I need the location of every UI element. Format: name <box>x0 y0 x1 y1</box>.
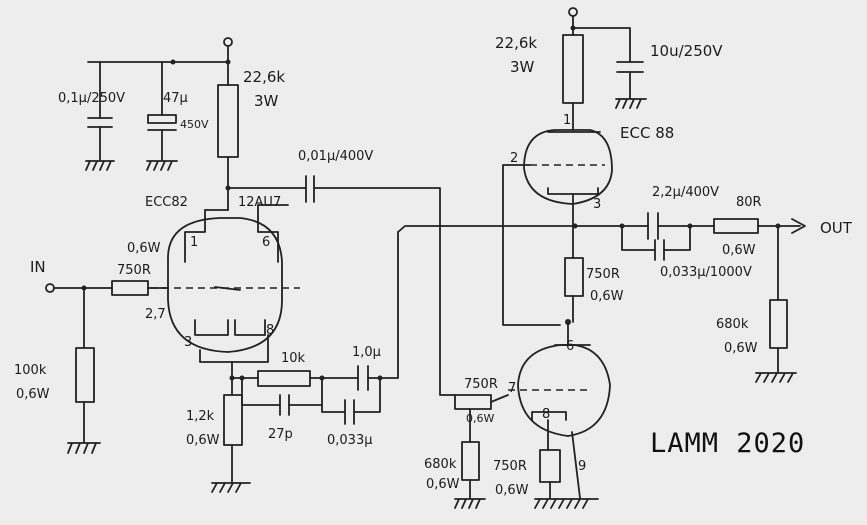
resistor-80r <box>713 218 801 234</box>
label-c0033: 0,033μ <box>327 433 373 448</box>
label-r80-watt: 0,6W <box>722 243 756 258</box>
resistor-1k2 <box>223 377 243 483</box>
label-c47: 47μ <box>163 91 188 106</box>
label-r22k6-left-watt: 3W <box>254 92 279 110</box>
label-r1k2: 1,2k <box>186 409 215 424</box>
label-pin27: 2,7 <box>145 307 166 322</box>
label-r80: 80R <box>736 195 762 210</box>
input-terminal-icon[interactable] <box>45 283 55 293</box>
label-pin8: 8 <box>266 323 274 338</box>
label-r1k2-watt: 0,6W <box>186 433 220 448</box>
label-ecc88: ECC 88 <box>620 124 674 142</box>
label-pin7-ecc88: 7 <box>508 381 516 396</box>
feedback-wire <box>397 225 576 233</box>
label-c001: 0,01μ/400V <box>298 149 373 164</box>
tube-ecc88-upper <box>523 129 613 205</box>
label-ecc82: ECC82 <box>145 195 188 210</box>
label-c10u: 10u/250V <box>650 42 723 60</box>
label-pin9-ecc88: 9 <box>578 459 586 474</box>
resistor-750r-grid <box>451 394 509 410</box>
label-r22k6-right: 22,6k <box>495 34 537 52</box>
output-arrow-icon[interactable] <box>791 218 806 234</box>
label-r750-cathode: 750R <box>586 267 620 282</box>
label-r22k6-right-watt: 3W <box>510 58 535 76</box>
label-r680k-grid: 680k <box>424 457 457 472</box>
capacitor-001u <box>227 175 453 396</box>
label-06w-a: 0,6W <box>127 241 161 256</box>
ground-icon <box>146 160 178 171</box>
capacitor-0033u-bypass <box>621 225 691 261</box>
label-r100k-watt: 0,6W <box>16 387 50 402</box>
label-r750-grid: 750R <box>464 377 498 392</box>
label-r680k-out: 680k <box>716 317 749 332</box>
ecc82-pin6-lead <box>257 204 289 219</box>
capacitor-10u <box>616 61 644 99</box>
resistor-100k-grid <box>75 287 95 443</box>
ground-icon <box>85 160 115 171</box>
signature: LAMM 2020 <box>650 428 805 459</box>
capacitor-1u <box>357 231 399 391</box>
ground-icon <box>755 372 797 383</box>
capacitor-01u <box>87 61 113 161</box>
label-r750-grid-watt: 0,6W <box>466 412 494 425</box>
capacitor-47u <box>147 61 177 161</box>
ecc82-cathode-link <box>199 334 269 363</box>
resistor-750r-cathode <box>564 257 584 323</box>
tube-ecc82 <box>150 217 300 353</box>
label-r680k-grid-watt: 0,6W <box>426 477 460 492</box>
resistor-680k-output <box>769 225 788 373</box>
label-r750-cathode-watt: 0,6W <box>590 289 624 304</box>
label-pin1: 1 <box>190 235 198 250</box>
ecc88-pin9-lead <box>571 431 581 499</box>
label-pin3-ecc88: 3 <box>593 197 601 212</box>
label-pin6-ecc88: 6 <box>566 339 574 354</box>
ground-icon <box>211 482 251 493</box>
label-c0033-1000v: 0,033μ/1000V <box>660 265 752 280</box>
label-r750-input: 750R <box>117 263 151 278</box>
resistor-10k <box>257 370 359 387</box>
label-pin3: 3 <box>184 335 192 350</box>
label-c1u: 1,0μ <box>352 345 381 360</box>
resistor-22k6-left <box>217 61 239 211</box>
label-c01: 0,1μ/250V <box>58 91 125 106</box>
label-r22k6-left: 22,6k <box>243 68 285 86</box>
label-c22u: 2,2μ/400V <box>652 185 719 200</box>
resistor-680k-grid <box>461 441 480 499</box>
capacitor-0033u <box>321 377 381 425</box>
capacitor-22u <box>647 212 715 240</box>
label-pin6: 6 <box>262 235 270 250</box>
ground-icon <box>67 442 101 454</box>
label-c27p: 27p <box>268 427 293 442</box>
label-pin8-ecc88: 8 <box>542 407 550 422</box>
ground-icon <box>454 498 486 509</box>
label-pin2-ecc88: 2 <box>510 151 518 166</box>
resistor-22k6-right <box>562 27 584 131</box>
ground-icon <box>615 98 647 109</box>
ecc88-grid-link <box>502 164 561 326</box>
label-r10k: 10k <box>281 351 306 366</box>
ground-icon <box>534 498 599 509</box>
label-12au7: 12AU7 <box>238 195 281 210</box>
supply-rail-right <box>572 27 631 63</box>
label-r100k: 100k <box>14 363 47 378</box>
resistor-750r-input <box>111 280 169 296</box>
tube-ecc88-lower <box>508 344 611 437</box>
label-c47-voltage: 450V <box>180 118 209 131</box>
label-out: OUT <box>820 219 853 237</box>
label-r750-lower-watt: 0,6W <box>495 483 529 498</box>
label-pin1-ecc88: 1 <box>563 113 571 128</box>
label-r750-lower: 750R <box>493 459 527 474</box>
label-r680k-out-watt: 0,6W <box>724 341 758 356</box>
resistor-750r-lower <box>539 419 561 499</box>
supply-terminal-left-icon <box>223 37 233 63</box>
label-in: IN <box>30 258 46 276</box>
